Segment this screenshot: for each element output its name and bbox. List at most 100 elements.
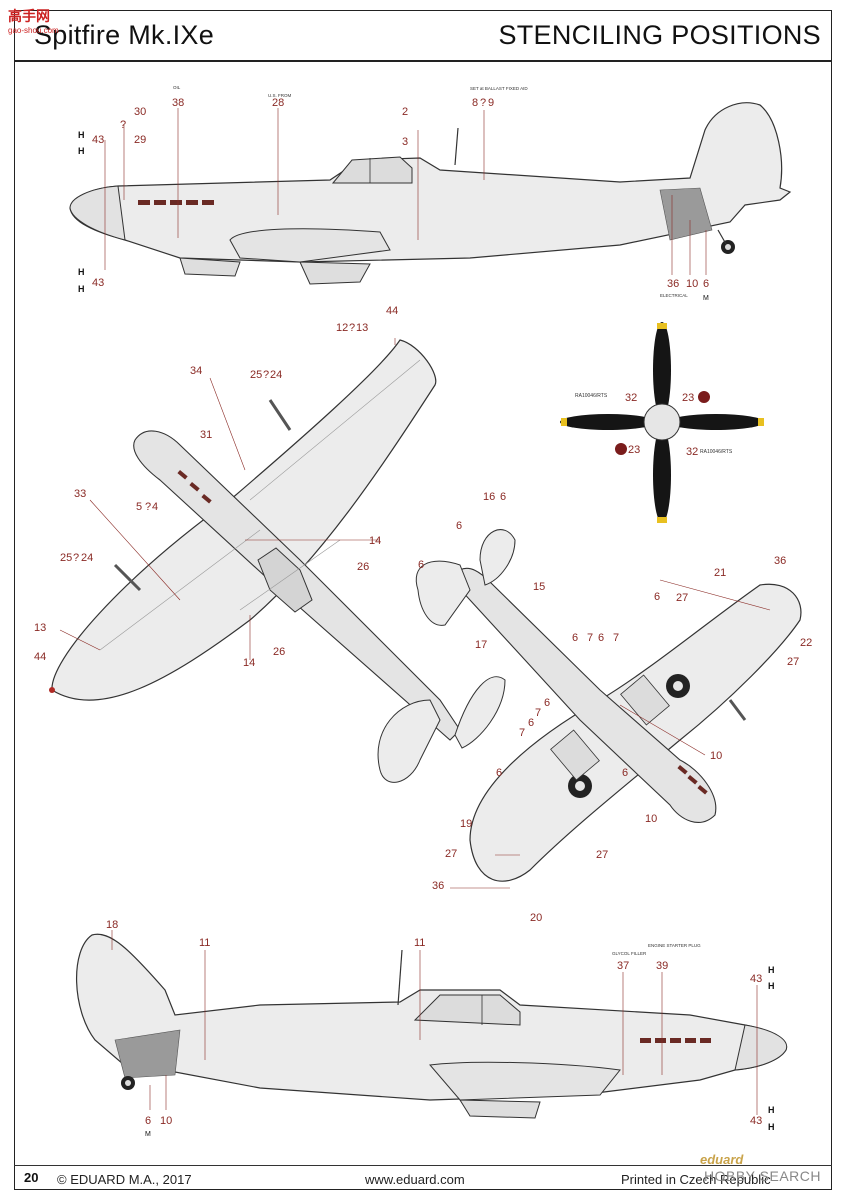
callout-28: 28 [272, 97, 284, 109]
stencil-electrical: ELECTRICAL [660, 293, 688, 298]
bcallout-7d: 7 [519, 727, 525, 739]
svg-text:H: H [78, 267, 85, 277]
copyright: © EDUARD M.A., 2017 [57, 1172, 192, 1187]
bcallout-21: 21 [714, 567, 726, 579]
callout-q2: ? [120, 119, 126, 131]
prop-callout-23b: 23 [628, 444, 640, 456]
stencil-m-top: M [703, 295, 709, 302]
bcallout-20: 20 [530, 912, 542, 924]
callout-14b: 14 [243, 657, 255, 669]
callout-14: 14 [369, 535, 381, 547]
svg-text:H: H [78, 146, 85, 156]
bcallout-6a: 6 [500, 491, 506, 503]
page-frame [14, 10, 832, 1190]
website: www.eduard.com [365, 1172, 465, 1187]
brand-logo: eduard [700, 1152, 744, 1167]
bcallout-27b: 27 [787, 656, 799, 668]
callout-36: 36 [667, 278, 679, 290]
callout-q3: ? [349, 322, 355, 334]
prop-stencil-b: RA10046/RTS [700, 449, 733, 455]
prop-callout-32b: 32 [686, 446, 698, 458]
bcallout-19: 19 [460, 818, 472, 830]
site-url: gao-shou.com [8, 26, 59, 35]
footer-rule [14, 1165, 832, 1166]
bcallout-6h: 6 [496, 767, 502, 779]
hobby-search-watermark: HOBBY SEARCH [704, 1168, 821, 1184]
stencil-glycol: GLYCOL FILLER [612, 951, 647, 956]
callout-8: 8 [472, 97, 478, 109]
bcallout-16: 16 [483, 491, 495, 503]
callout-24: 24 [270, 369, 282, 381]
callout-13b: 13 [34, 622, 46, 634]
aircraft-title: Spitfire Mk.IXe [34, 20, 215, 50]
scallout-43b: 43 [750, 1115, 762, 1127]
side-view-bottom: 18 11 11 37 39 43 43 6 10 GLYCOL FILLER … [76, 919, 788, 1138]
bcallout-6i: 6 [654, 591, 660, 603]
plan-view-bottom: 16 6 6 6 15 17 6 7 6 7 7 6 7 6 6 21 36 6… [415, 491, 812, 924]
bcallout-27a: 27 [676, 592, 688, 604]
svg-text:H: H [768, 965, 775, 975]
stencil-m-bottom: M [145, 1131, 151, 1138]
bcallout-6b: 6 [456, 520, 462, 532]
bcallout-6j: 6 [622, 767, 628, 779]
bcallout-36b: 36 [432, 880, 444, 892]
plan-view-top: 12 ? 13 44 34 25 ? 24 31 33 5 ? 4 25 ? 2… [34, 305, 506, 783]
scallout-37: 37 [617, 960, 629, 972]
callout-13: 13 [356, 322, 368, 334]
page-title: STENCILING POSITIONS [498, 20, 821, 50]
callout-q6: ? [73, 552, 79, 564]
bcallout-27d: 27 [596, 849, 608, 861]
callout-26: 26 [357, 561, 369, 573]
callout-29: 29 [134, 134, 146, 146]
callout-43-upper: 43 [92, 134, 104, 146]
callout-9: 9 [488, 97, 494, 109]
callout-q4: ? [263, 369, 269, 381]
callout-38: 38 [172, 97, 184, 109]
bcallout-6d: 6 [572, 632, 578, 644]
callout-44b: 44 [34, 651, 46, 663]
stencil-ballast: SET at BALLAST FIXED AID [470, 86, 528, 91]
svg-text:H: H [768, 981, 775, 991]
prop-callout-23a: 23 [682, 392, 694, 404]
scallout-18: 18 [106, 919, 118, 931]
svg-text:H: H [78, 130, 85, 140]
callout-q5: ? [145, 501, 151, 513]
callout-q: ? [480, 97, 486, 109]
bcallout-7b: 7 [613, 632, 619, 644]
bcallout-15: 15 [533, 581, 545, 593]
callout-34: 34 [190, 365, 202, 377]
bcallout-7a: 7 [587, 632, 593, 644]
callout-6: 6 [703, 278, 709, 290]
scallout-10: 10 [160, 1115, 172, 1127]
callout-4: 4 [152, 501, 158, 513]
stencil-us-from: U.S. FROM [268, 93, 292, 98]
side-view-top: 38 28 2 3 8 ? 9 30 ? 29 43 43 36 10 6 OI… [69, 85, 792, 302]
site-logo: 高手网 [8, 8, 50, 24]
svg-text:H: H [768, 1122, 775, 1132]
scallout-11b: 11 [414, 937, 425, 949]
callout-31: 31 [200, 429, 212, 441]
stencil-oil: OIL [173, 85, 181, 90]
callout-3: 3 [402, 136, 408, 148]
bcallout-6e: 6 [598, 632, 604, 644]
exhaust-stacks [138, 200, 214, 205]
scallout-43a: 43 [750, 973, 762, 985]
bcallout-27c: 27 [445, 848, 457, 860]
prop-stencil-a: RA10046/RTS [575, 393, 608, 399]
bcallout-6g: 6 [544, 697, 550, 709]
callout-24b: 24 [81, 552, 93, 564]
callout-25: 25 [250, 369, 262, 381]
svg-text:H: H [78, 284, 85, 294]
prop-callout-32a: 32 [625, 392, 637, 404]
page-number: 20 [24, 1170, 39, 1185]
callout-5: 5 [136, 501, 142, 513]
callout-33: 33 [74, 488, 86, 500]
bcallout-6c: 6 [418, 559, 424, 571]
callout-10: 10 [686, 278, 698, 290]
bcallout-10a: 10 [710, 750, 722, 762]
stencil-starter: ENGINE STARTER PLUG [648, 943, 701, 948]
callout-43-lower: 43 [92, 277, 104, 289]
bcallout-36: 36 [774, 555, 786, 567]
callout-44: 44 [386, 305, 398, 317]
